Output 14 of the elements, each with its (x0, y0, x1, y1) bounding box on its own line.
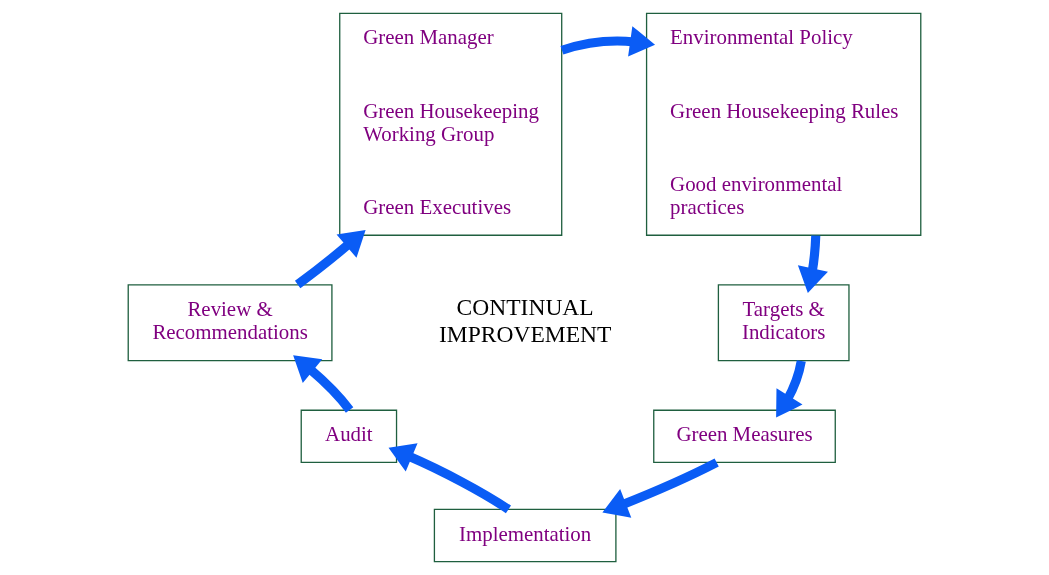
arrow (388, 443, 511, 514)
arrow (560, 26, 656, 57)
node-box: Audit (300, 409, 398, 464)
node-box: Implementation (433, 508, 617, 563)
node-box: Green Measures (653, 409, 836, 464)
arrow (797, 235, 828, 294)
arrow (294, 229, 366, 289)
node-box: Green Manager Green Housekeeping Working Group Green Executives (339, 12, 563, 236)
label: CONTINUAL IMPROVEMENT (438, 294, 612, 347)
node-box: Environmental Policy Green Housekeeping Rules Good environmental practices (645, 12, 922, 236)
arrow (602, 458, 719, 518)
arrow (293, 355, 354, 413)
node-box: Review & Recommendations (127, 284, 333, 362)
node-box: Targets & Indicators (717, 284, 850, 362)
